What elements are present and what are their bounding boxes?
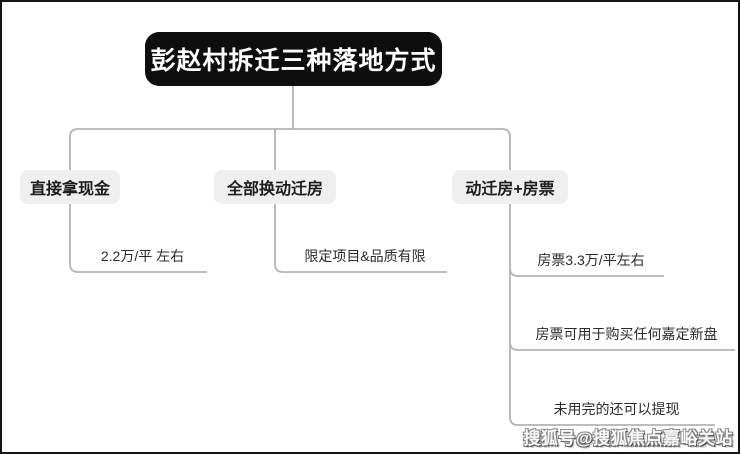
branch1-leaf-line	[69, 204, 207, 273]
branch3-leaf1-line	[509, 267, 664, 277]
leaf-topic-ticket-usage: 房票可用于购买任何嘉定新盘	[535, 326, 718, 342]
rail-line	[69, 128, 511, 170]
leaf-topic-limited-projects: 限定项目&品质有限	[304, 248, 426, 264]
branch3-leaf2-line	[509, 341, 735, 351]
branch3-leaf3-line	[509, 416, 715, 426]
watermark: 搜狐号@搜狐焦点嘉峪关站	[523, 429, 733, 448]
branch2-leaf-line	[274, 204, 447, 273]
leaf-topic-cash-price: 2.2万/平 左右	[100, 248, 185, 264]
leaf-topic-ticket-price: 房票3.3万/平左右	[537, 252, 645, 268]
root-topic: 彭赵村拆迁三种落地方式	[145, 32, 442, 86]
branch-node-cash: 直接拿现金	[20, 170, 120, 204]
branch-node-housing-plus-ticket: 动迁房+房票	[452, 170, 568, 204]
leaf-topic-ticket-cashout: 未用完的还可以提现	[553, 401, 680, 417]
branch-node-all-relocation-housing: 全部换动迁房	[214, 170, 336, 204]
